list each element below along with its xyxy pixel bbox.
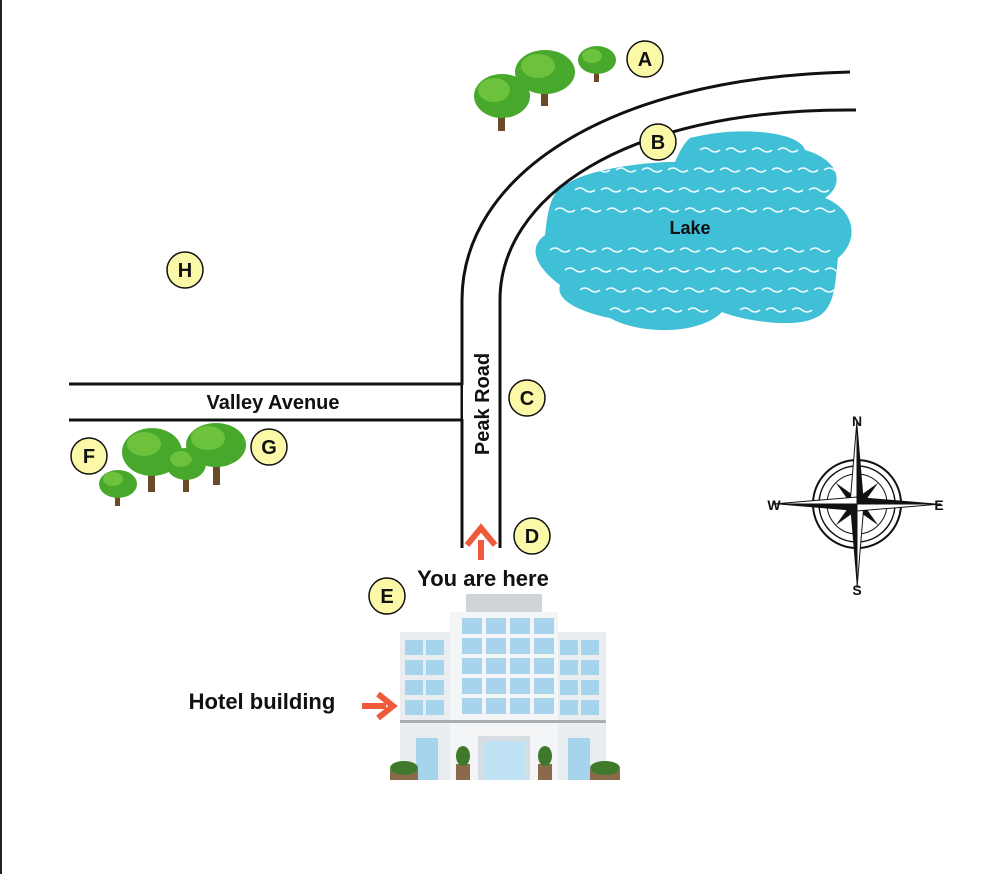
peak-road-east-edge [498, 108, 857, 548]
hotel-building-icon [390, 594, 620, 780]
marker-b: B [639, 123, 677, 161]
page-border [0, 0, 2, 874]
compass-east-label: E [934, 497, 943, 513]
lake-label: Lake [669, 218, 710, 238]
trees-near-a [474, 46, 616, 131]
svg-text:A: A [638, 49, 652, 71]
svg-text:C: C [520, 388, 534, 410]
svg-text:B: B [651, 132, 665, 154]
compass-rose-icon: N S E W [767, 413, 943, 598]
svg-text:G: G [261, 437, 277, 459]
svg-text:E: E [380, 586, 393, 608]
svg-text:H: H [178, 260, 192, 282]
trees-near-f-g [99, 423, 246, 506]
marker-d: D [513, 517, 551, 555]
valley-avenue-label: Valley Avenue [206, 392, 339, 414]
you-are-here-arrow-icon [464, 523, 498, 560]
roads [69, 70, 857, 548]
marker-h: H [166, 251, 204, 289]
svg-text:D: D [525, 526, 539, 548]
compass-north-label: N [852, 413, 862, 429]
marker-a: A [626, 40, 664, 78]
lake-waves [549, 147, 846, 313]
lake-water [535, 131, 852, 331]
you-are-here-label: You are here [417, 566, 549, 591]
lake: Lake [535, 131, 852, 331]
compass-south-label: S [852, 582, 861, 598]
compass-west-label: W [767, 497, 781, 513]
marker-g: G [250, 428, 288, 466]
marker-c: C [508, 379, 546, 417]
peak-road-west-edge [460, 70, 851, 548]
peak-road-label: Peak Road [472, 353, 494, 455]
hotel-arrow-icon [362, 691, 398, 721]
marker-f: F [70, 437, 108, 475]
hotel-building-label: Hotel building [189, 689, 336, 714]
marker-e: E [368, 577, 406, 615]
svg-text:F: F [83, 446, 95, 468]
